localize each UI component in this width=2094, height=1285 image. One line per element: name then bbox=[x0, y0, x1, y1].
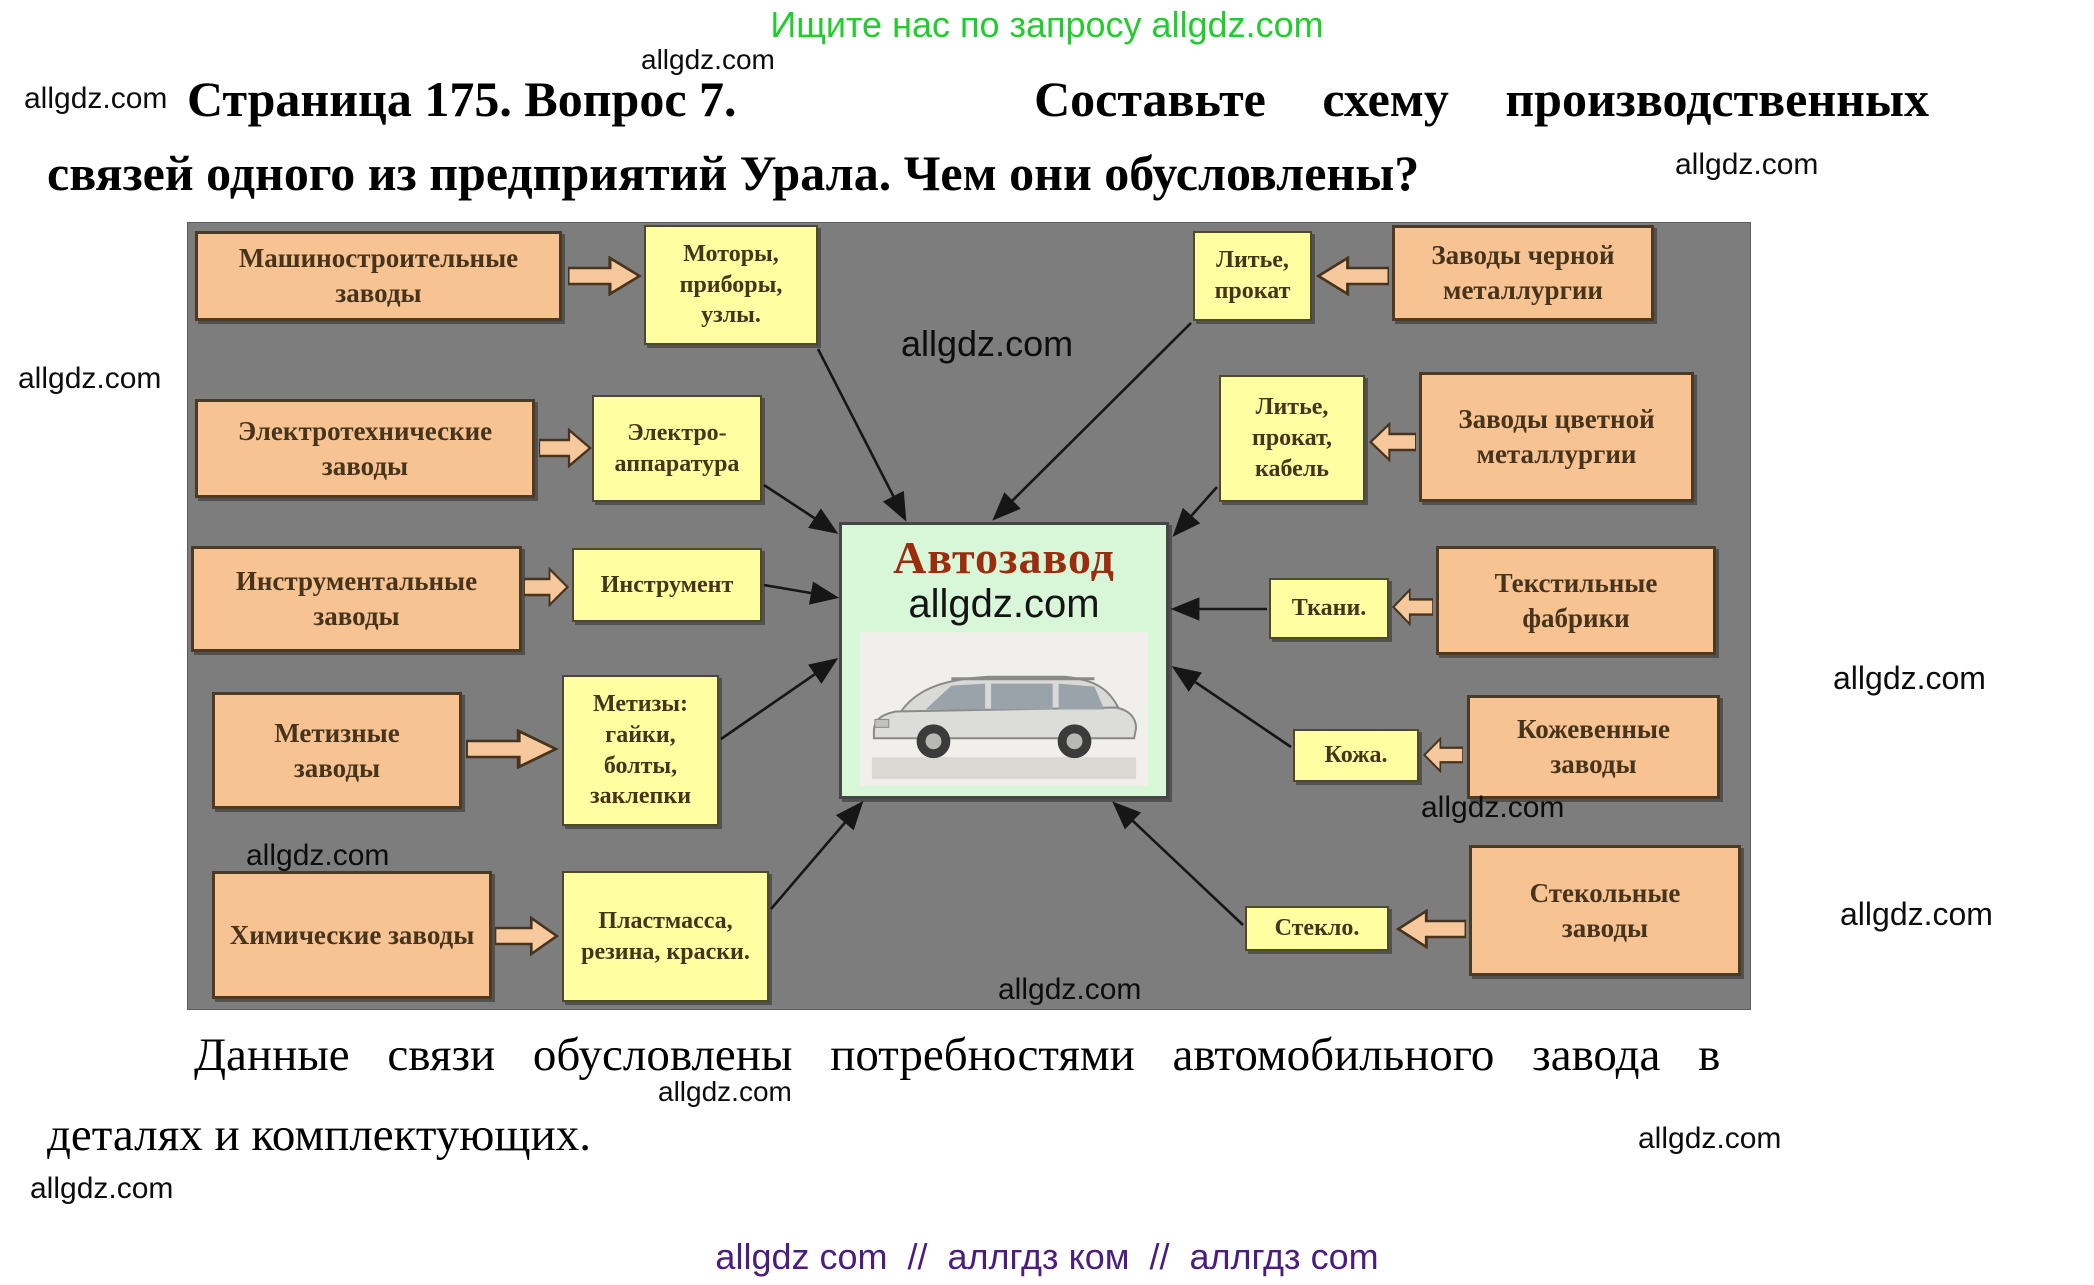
watermark: allgdz.com bbox=[30, 1172, 174, 1205]
source-box-hardware-plants: Метизные заводы bbox=[212, 692, 462, 809]
watermark: allgdz.com bbox=[901, 323, 1074, 364]
watermark: allgdz.com bbox=[641, 44, 775, 75]
product-box-casting: Литье, прокат bbox=[1193, 231, 1312, 321]
watermark: allgdz.com bbox=[658, 1076, 792, 1107]
production-links-diagram: Машиностроительные заводы Электротехниче… bbox=[187, 222, 1751, 1010]
product-box-glass: Стекло. bbox=[1245, 906, 1389, 951]
watermark: allgdz.com bbox=[1421, 791, 1565, 824]
source-box-machine-building: Машиностроительные заводы bbox=[195, 231, 562, 321]
watermark: allgdz.com bbox=[1675, 148, 1819, 181]
watermark: allgdz.com bbox=[908, 582, 1100, 626]
source-box-tool-plants: Инструментальные заводы bbox=[191, 546, 522, 652]
block-arrow-right-icon bbox=[524, 567, 569, 607]
answer-line1: Данные связи обусловлены потребностями а… bbox=[194, 1029, 1721, 1081]
car-image bbox=[860, 632, 1148, 786]
watermark: allgdz.com bbox=[1638, 1122, 1782, 1155]
watermark: allgdz.com bbox=[998, 973, 1142, 1006]
block-arrow-left-icon bbox=[1369, 422, 1416, 462]
product-box-hardware: Метизы: гайки, болты, заклепки bbox=[562, 675, 719, 826]
block-arrow-right-icon bbox=[495, 916, 559, 956]
block-arrow-right-icon bbox=[568, 256, 642, 296]
product-box-fabrics: Ткани. bbox=[1269, 578, 1389, 639]
block-arrow-left-icon bbox=[1396, 909, 1466, 949]
source-box-nonferrous-metallurgy: Заводы цветной металлургии bbox=[1419, 372, 1694, 502]
source-box-chemical-plants: Химические заводы bbox=[212, 871, 492, 999]
source-box-tannery-plants: Кожевенные заводы bbox=[1467, 695, 1720, 799]
product-box-plastics: Пластмасса, резина, краски. bbox=[562, 871, 769, 1002]
product-box-motors: Моторы, приборы, узлы. bbox=[644, 225, 818, 345]
page-title-line2: связей одного из предприятий Урала. Чем … bbox=[47, 145, 1420, 201]
watermark: allgdz.com bbox=[246, 839, 390, 872]
answer-line2: деталях и комплектующих. bbox=[47, 1109, 591, 1161]
watermark: allgdz.com bbox=[24, 82, 168, 115]
product-box-electro: Электро-аппаратура bbox=[592, 395, 762, 502]
product-box-leather: Кожа. bbox=[1293, 729, 1419, 782]
source-box-electrotechnical: Электротехнические заводы bbox=[195, 399, 535, 498]
block-arrow-right-icon bbox=[466, 729, 559, 769]
source-box-glass-plants: Стекольные заводы bbox=[1469, 845, 1741, 976]
block-arrow-left-icon bbox=[1392, 588, 1433, 626]
page-title: Страница 175. Вопрос 7. Составьте схему … bbox=[187, 70, 1929, 128]
center-box-auto-plant: Автозавод allgdz.com bbox=[839, 522, 1169, 799]
block-arrow-right-icon bbox=[539, 428, 592, 468]
watermark: allgdz.com bbox=[18, 362, 162, 395]
auto-plant-title: Автозавод bbox=[893, 532, 1115, 583]
watermark: allgdz.com bbox=[1840, 896, 1993, 932]
footer-links: allgdz com // аллгдз ком // аллгдз com bbox=[715, 1236, 1379, 1277]
watermark: allgdz.com bbox=[1833, 660, 1986, 696]
source-box-textile-factories: Текстильные фабрики bbox=[1436, 546, 1716, 655]
block-arrow-left-icon bbox=[1316, 256, 1389, 296]
page-title-part1: Страница 175. Вопрос 7. bbox=[187, 71, 737, 127]
promo-banner: Ищите нас по запросу allgdz.com bbox=[770, 4, 1324, 45]
product-box-tools: Инструмент bbox=[572, 548, 762, 622]
page-title-part2: Составьте схему производственных bbox=[1034, 71, 1929, 127]
block-arrow-left-icon bbox=[1423, 737, 1463, 773]
source-box-ferrous-metallurgy: Заводы черной металлургии bbox=[1392, 225, 1654, 321]
product-box-casting-cable: Литье, прокат, кабель bbox=[1219, 375, 1365, 502]
